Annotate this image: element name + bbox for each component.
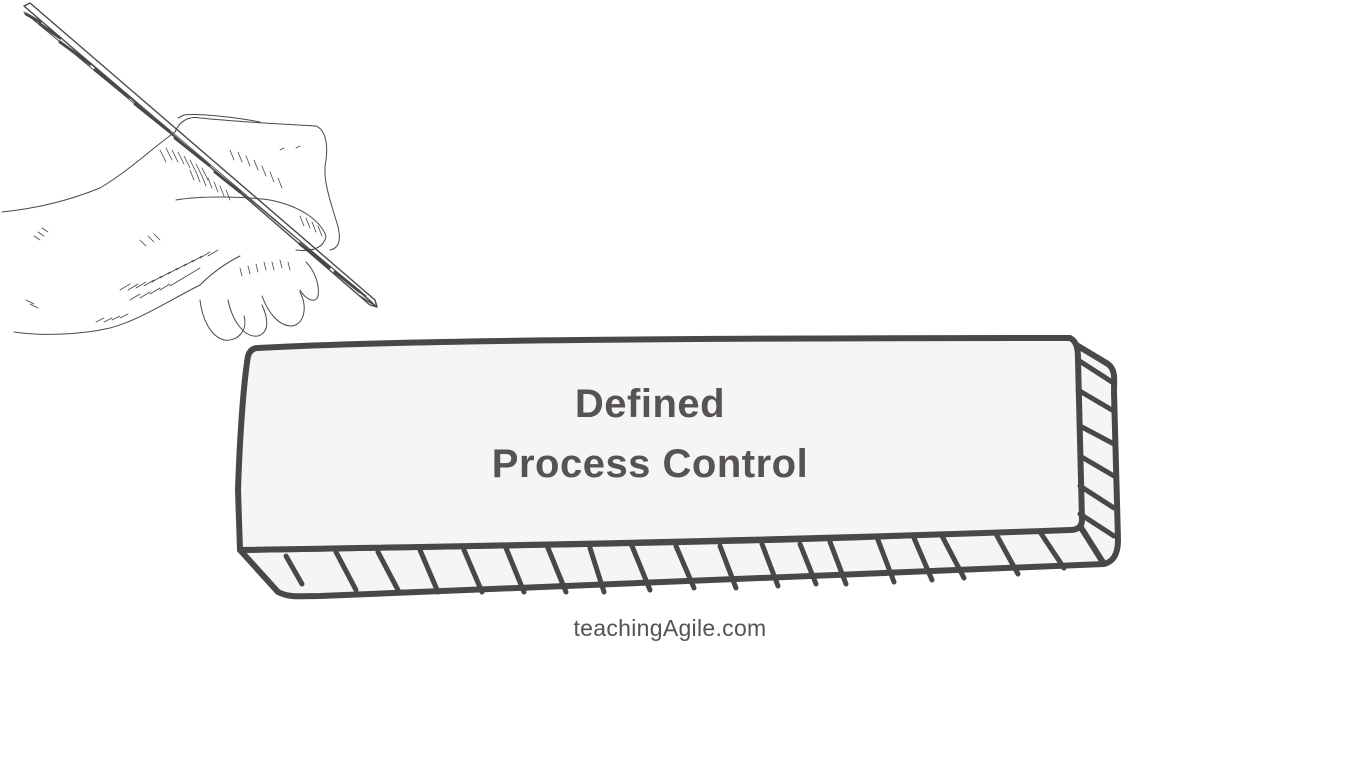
hand-writing-with-pencil-icon bbox=[1, 2, 378, 341]
footer-website-link[interactable]: teachingAgile.com bbox=[573, 615, 767, 641]
title-line-2: Process Control bbox=[491, 442, 809, 486]
3d-block-banner bbox=[235, 335, 1121, 600]
title-line-1: Defined bbox=[574, 382, 726, 426]
